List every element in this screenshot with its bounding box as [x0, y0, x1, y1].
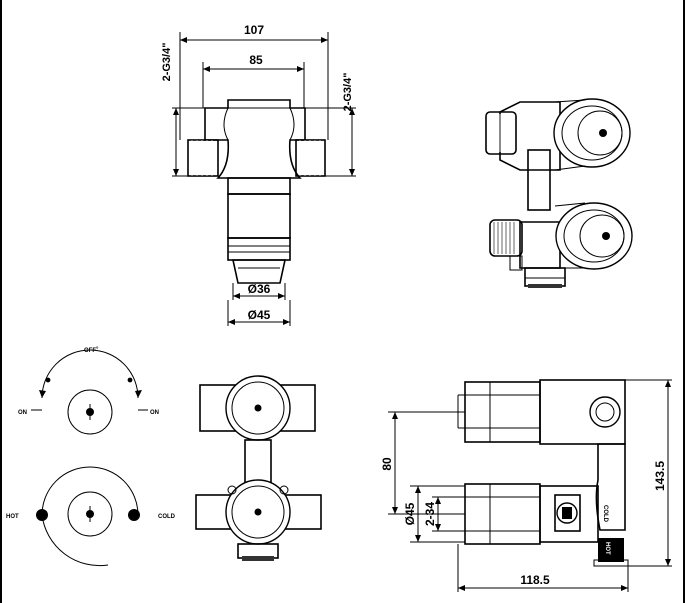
- left-frame-edge: [0, 0, 2, 603]
- dial-off-mark: °: [96, 347, 99, 353]
- hot-stamp: HOT: [604, 542, 610, 555]
- thread-label-left: 2-G3/4": [161, 43, 173, 82]
- dim-diameter-45: Ø45: [248, 308, 271, 322]
- dial-hot-label: HOT: [6, 514, 19, 520]
- dim-side-depth: 118.5: [520, 573, 550, 587]
- dial-symbols: OFF ON ON ° HOT COLD: [6, 347, 176, 567]
- dial-on-left-label: ON: [18, 410, 27, 416]
- front-elevation-view: 107 85 2-G3/4" 2-G3/4": [161, 23, 356, 326]
- dim-overall-height: 143.5: [653, 461, 667, 491]
- dim-height-80: 80: [380, 457, 394, 471]
- thread-label-right: 2-G3/4": [342, 73, 354, 112]
- dim-overall-width: 107: [244, 23, 264, 37]
- dim-side-diameter-45: Ø45: [403, 502, 417, 525]
- right-frame-edge: [683, 0, 685, 603]
- rear-view: [195, 375, 322, 561]
- dial-on-right-label: ON: [150, 410, 159, 416]
- dim-diameter-36: Ø36: [248, 282, 271, 296]
- dial-cold-label: COLD: [158, 514, 176, 520]
- cold-stamp: COLD: [602, 505, 608, 523]
- isometric-view: [485, 98, 633, 288]
- dial-off-label: OFF: [84, 348, 96, 354]
- dim-side-thread-34: 2-34: [423, 502, 437, 526]
- dim-inner-width: 85: [249, 53, 263, 67]
- side-view: COLD HOT 143.5 80 Ø45 2-34: [380, 379, 672, 592]
